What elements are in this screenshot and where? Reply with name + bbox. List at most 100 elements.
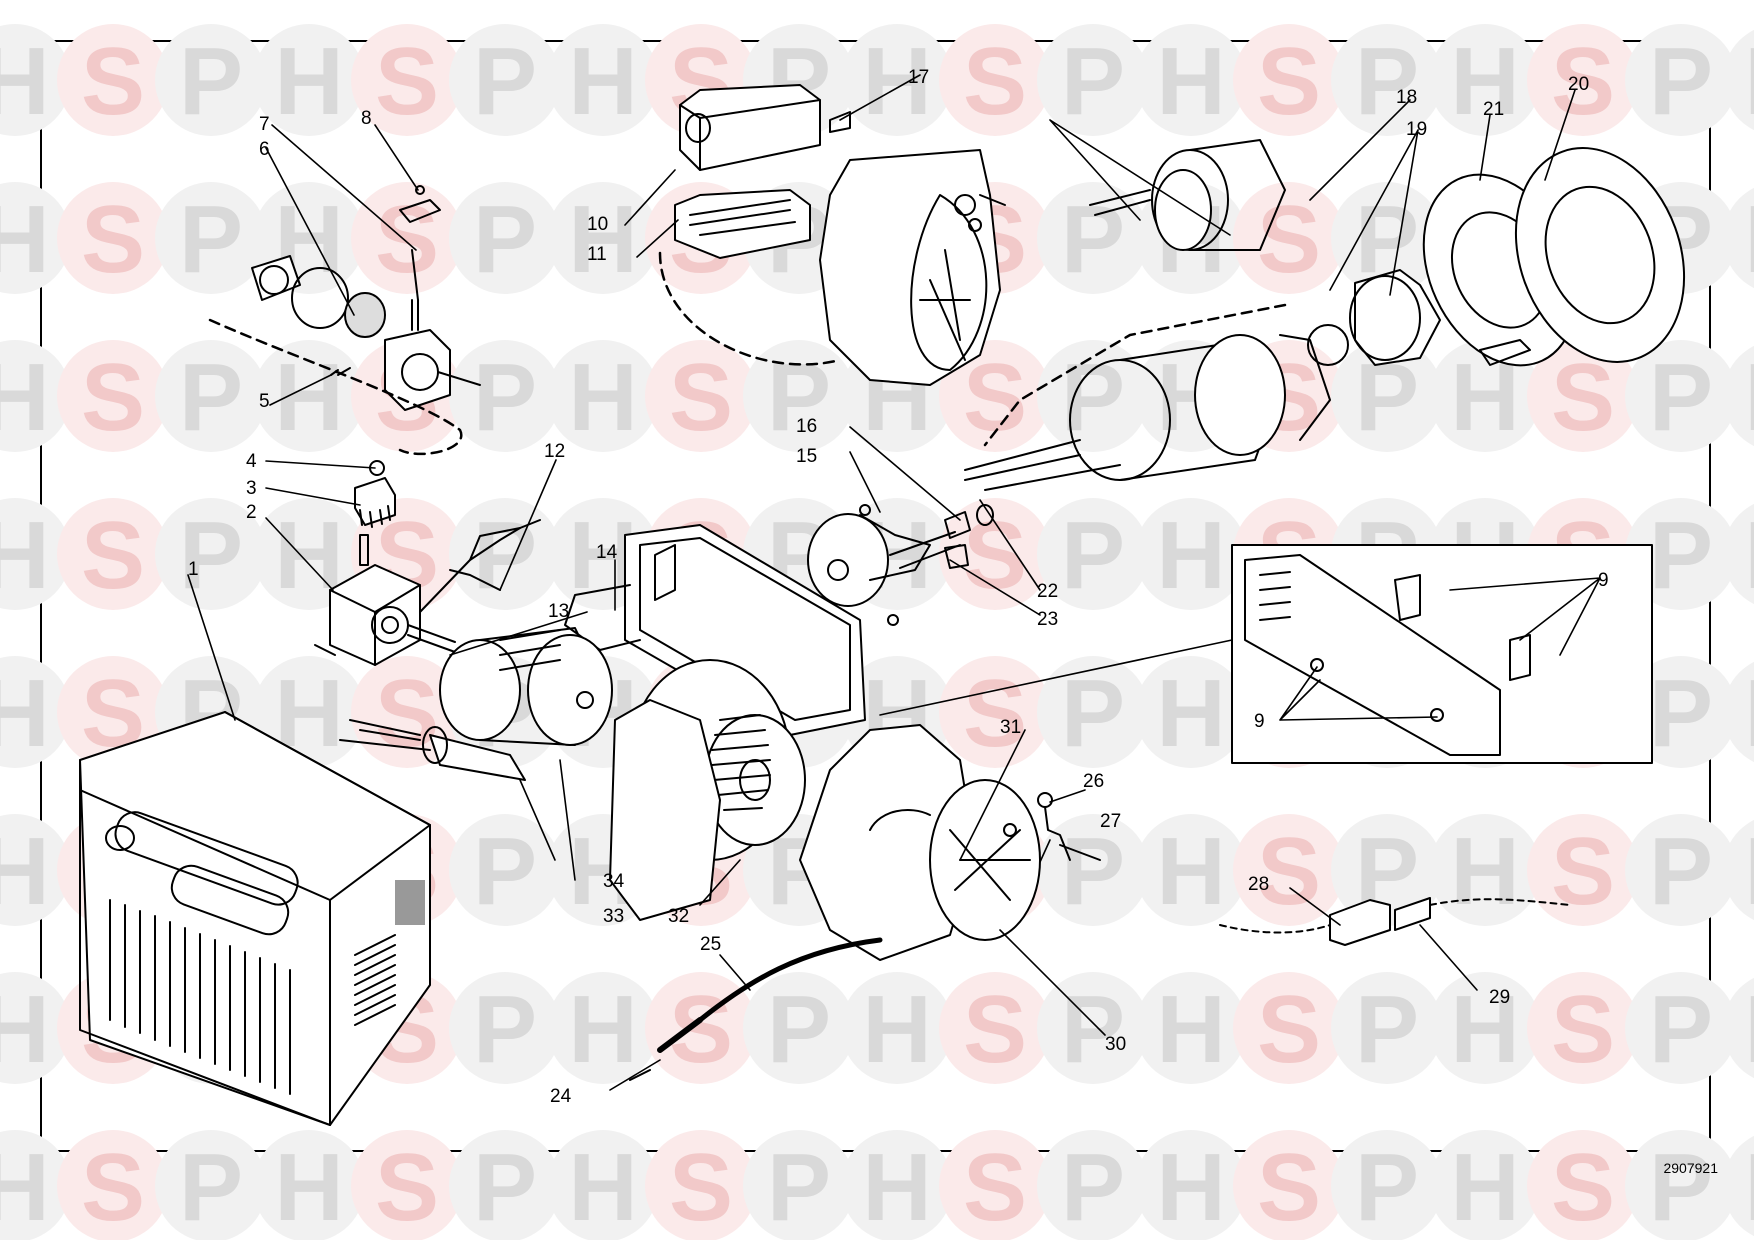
watermark-letter: S (1257, 976, 1321, 1083)
watermark-disc (645, 340, 757, 452)
watermark-disc (1331, 340, 1443, 452)
watermark-letter: S (81, 186, 145, 293)
watermark-disc (743, 972, 855, 1084)
callout-16: 16 (796, 416, 817, 437)
watermark-disc (449, 24, 561, 136)
watermark-disc (1625, 972, 1737, 1084)
watermark-letter: S (81, 28, 145, 135)
watermark-disc (1527, 972, 1639, 1084)
burner-flange-plate (564, 524, 866, 736)
watermark-disc (0, 182, 71, 294)
watermark-disc (449, 498, 561, 610)
watermark-disc (155, 182, 267, 294)
callout-8: 8 (361, 108, 372, 129)
watermark-letter: H (1450, 818, 1519, 925)
watermark-letter: H (274, 28, 343, 135)
watermark-disc (1723, 819, 1754, 921)
watermark-disc (253, 24, 365, 136)
watermark-letter: H (862, 1134, 931, 1240)
watermark-disc (0, 972, 71, 1084)
watermark-disc (1331, 1130, 1443, 1240)
callout-29: 29 (1489, 987, 1510, 1008)
callout-31: 31 (1000, 717, 1021, 738)
watermark-disc (547, 24, 659, 136)
watermark-letter: P (1061, 976, 1125, 1083)
watermark-disc (449, 1130, 561, 1240)
watermark-letter: S (1257, 186, 1321, 293)
watermark-disc (841, 972, 953, 1084)
watermark-disc (57, 498, 169, 610)
watermark-letter: H (0, 660, 50, 767)
watermark-disc (1037, 656, 1149, 768)
watermark-disc (547, 182, 659, 294)
callout-30: 30 (1105, 1034, 1126, 1055)
watermark-letter: P (179, 344, 243, 451)
watermark-letter: H (274, 1134, 343, 1240)
callout-11: 11 (587, 244, 607, 265)
watermark-disc (1723, 661, 1754, 763)
watermark-letter: H (1744, 344, 1754, 451)
callout-leaders (187, 74, 1601, 1091)
watermark-letter: H (568, 1134, 637, 1240)
watermark-letter: H (1744, 818, 1754, 925)
watermark-letter: P (1061, 502, 1125, 609)
callout-5: 5 (259, 391, 270, 412)
watermark-letter: H (1156, 1134, 1225, 1240)
watermark-disc (449, 972, 561, 1084)
watermark-disc (1135, 498, 1247, 610)
callout-3: 3 (246, 478, 257, 499)
watermark-disc (841, 24, 953, 136)
callout-33: 33 (603, 906, 624, 927)
watermark-letter: H (1744, 28, 1754, 135)
watermark-disc (743, 1130, 855, 1240)
watermark-disc (155, 498, 267, 610)
watermark-disc (1037, 498, 1149, 610)
watermark-disc (351, 24, 463, 136)
watermark-disc (0, 656, 71, 768)
watermark-disc (1037, 24, 1149, 136)
watermark-letter: P (1649, 818, 1713, 925)
mounting-plate-inset (1231, 544, 1653, 764)
watermark-letter: H (1744, 186, 1754, 293)
watermark-disc (351, 1130, 463, 1240)
dashed-outline-blast-tube (983, 303, 1287, 447)
watermark-letter: S (375, 1134, 439, 1240)
watermark-letter: S (81, 502, 145, 609)
watermark-disc (1037, 972, 1149, 1084)
watermark-letter: P (179, 28, 243, 135)
watermark-disc (1527, 814, 1639, 926)
watermark-disc (449, 340, 561, 452)
watermark-letter: S (375, 186, 439, 293)
watermark-letter: H (862, 976, 931, 1083)
watermark-letter: P (473, 28, 537, 135)
watermark-disc (1233, 814, 1345, 926)
watermark-disc (1037, 814, 1149, 926)
watermark-letter: S (1257, 1134, 1321, 1240)
watermark-letter: S (1257, 28, 1321, 135)
watermark-letter: H (1744, 502, 1754, 609)
watermark-disc (1233, 24, 1345, 136)
watermark-disc (253, 1130, 365, 1240)
watermark-letter: H (1744, 660, 1754, 767)
watermark-disc (939, 340, 1051, 452)
watermark-disc (1135, 24, 1247, 136)
callout-18: 18 (1396, 87, 1417, 108)
watermark-letter: H (0, 976, 50, 1083)
watermark-disc (1037, 182, 1149, 294)
watermark-letter: H (568, 976, 637, 1083)
watermark-disc (155, 1130, 267, 1240)
watermark-disc (1429, 1130, 1541, 1240)
callout-13: 13 (548, 601, 569, 622)
watermark-disc (449, 182, 561, 294)
watermark-letter: P (1649, 976, 1713, 1083)
callout-25: 25 (700, 934, 721, 955)
watermark-disc (253, 340, 365, 452)
watermark-letter: P (179, 186, 243, 293)
callout-9b: 9 (1254, 711, 1265, 732)
watermark-letter: P (473, 344, 537, 451)
watermark-letter: P (1355, 1134, 1419, 1240)
watermark-letter: P (1355, 28, 1419, 135)
watermark-disc (1233, 1130, 1345, 1240)
watermark-disc (1723, 345, 1754, 447)
watermark-disc (1429, 340, 1541, 452)
